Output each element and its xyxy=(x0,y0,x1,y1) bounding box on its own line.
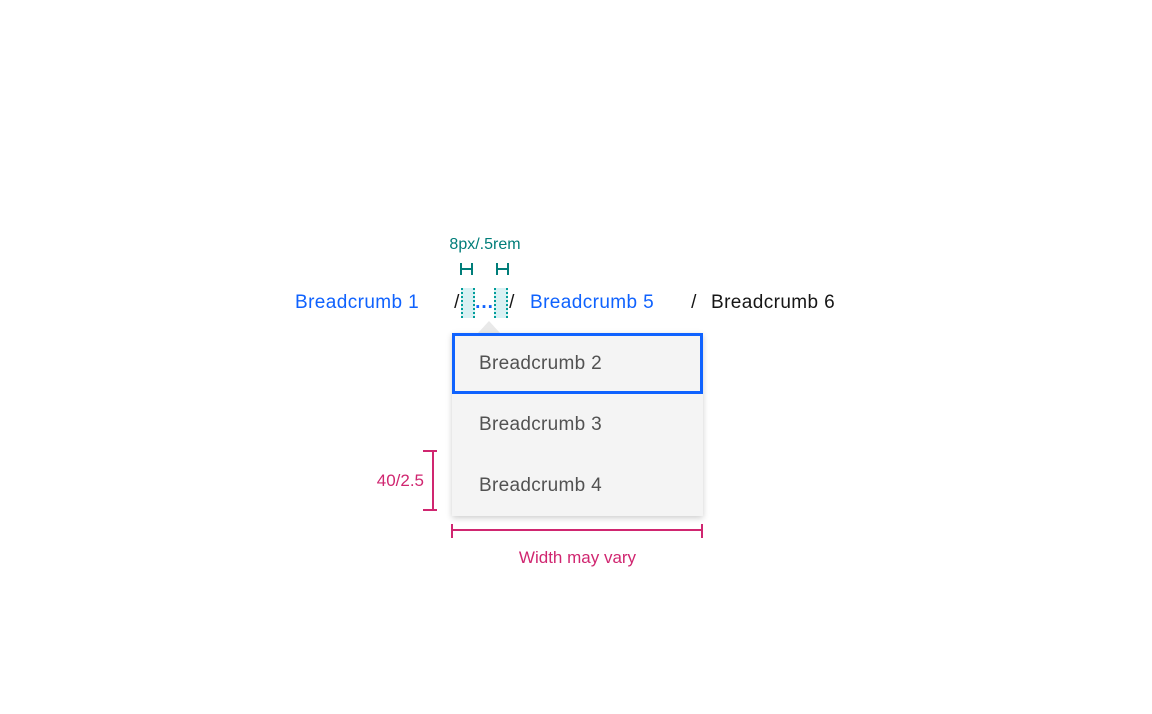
width-measurement-label: Width may vary xyxy=(518,548,637,567)
menu-item-label: Breadcrumb 3 xyxy=(479,413,602,435)
breadcrumb-link-5[interactable]: Breadcrumb 5 xyxy=(530,292,655,313)
spacing-highlight-right xyxy=(494,288,508,318)
spacing-measure-icon xyxy=(460,263,473,275)
menu-item-breadcrumb-3[interactable]: Breadcrumb 3 xyxy=(452,394,703,455)
spacing-highlight-left xyxy=(461,288,475,318)
breadcrumb-current-page: Breadcrumb 6 xyxy=(711,292,836,313)
breadcrumb-separator: / xyxy=(454,292,460,313)
spacing-measure-icon xyxy=(496,263,509,275)
breadcrumb-overflow-button[interactable]: ... xyxy=(475,292,494,313)
breadcrumb-separator: / xyxy=(691,292,697,313)
breadcrumb-overflow-menu: Breadcrumb 2 Breadcrumb 3 Breadcrumb 4 xyxy=(452,333,703,516)
height-measurement-bracket xyxy=(423,450,437,511)
menu-item-label: Breadcrumb 2 xyxy=(479,352,602,374)
breadcrumb: Breadcrumb 1 / ... / Breadcrumb 5 / Brea… xyxy=(295,287,835,319)
spacing-annotation-label: 8px/.5rem xyxy=(449,236,521,253)
menu-item-breadcrumb-4[interactable]: Breadcrumb 4 xyxy=(452,455,703,516)
menu-caret-icon xyxy=(478,321,500,333)
menu-item-breadcrumb-2[interactable]: Breadcrumb 2 xyxy=(452,333,703,394)
height-measurement-label: 40/2.5 xyxy=(376,471,424,490)
width-measurement-line xyxy=(451,524,703,538)
breadcrumb-link-1[interactable]: Breadcrumb 1 xyxy=(295,292,420,313)
menu-item-label: Breadcrumb 4 xyxy=(479,474,602,496)
breadcrumb-separator: / xyxy=(509,292,515,313)
